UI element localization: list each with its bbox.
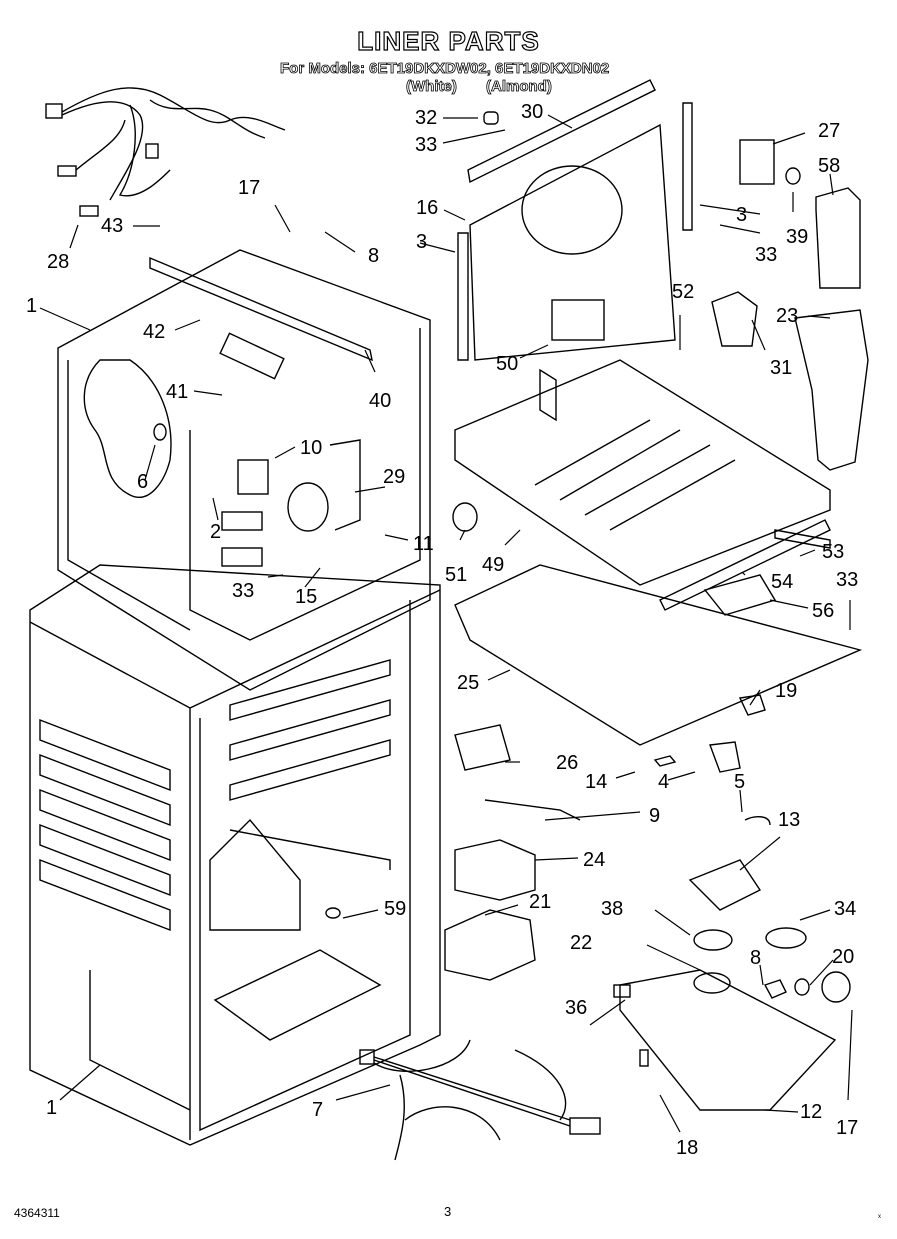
callout-leader-lines [39, 114, 853, 1133]
callout-39: 39 [786, 226, 809, 248]
callout-25: 25 [457, 672, 480, 694]
page-number: 3 [444, 1204, 452, 1219]
callout-52: 52 [672, 281, 695, 303]
callout-5: 5 [734, 771, 746, 793]
models-line: For Models: 6ET19DKXDW02, 6ET19DKXDN02 [280, 60, 610, 78]
callout-3: 3 [736, 204, 748, 226]
callout-31: 31 [770, 357, 793, 379]
wire-harness-lower [359, 1039, 601, 1161]
callout-9: 9 [649, 805, 661, 827]
callout-41: 41 [166, 381, 189, 403]
callout-3: 3 [416, 231, 428, 253]
callout-22: 22 [570, 932, 593, 954]
callout-32: 32 [415, 107, 438, 129]
fresh-food-liner [29, 564, 441, 1146]
callout-51: 51 [445, 564, 468, 586]
callout-54: 54 [771, 571, 794, 593]
callout-19: 19 [775, 680, 798, 702]
callout-15: 15 [295, 586, 318, 608]
callout-12: 12 [800, 1101, 823, 1123]
fan-motor-assembly [221, 439, 361, 567]
callout-8: 8 [368, 245, 380, 267]
callout-50: 50 [496, 353, 519, 375]
callout-10: 10 [300, 437, 323, 459]
callout-34: 34 [834, 898, 857, 920]
color-almond-label: (Almond) [486, 78, 553, 96]
freezer-liner-body [57, 249, 431, 691]
callout-4: 4 [658, 771, 670, 793]
callout-42: 42 [143, 321, 166, 343]
crisper-shelf [452, 359, 831, 586]
callout-38: 38 [601, 898, 624, 920]
callout-23: 23 [776, 305, 799, 327]
callout-17: 17 [836, 1117, 859, 1139]
control-rail [149, 256, 373, 380]
callout-43: 43 [101, 215, 124, 237]
callout-17: 17 [238, 177, 261, 199]
callout-21: 21 [529, 891, 552, 913]
freezer-floor [454, 519, 863, 746]
callout-36: 36 [565, 997, 588, 1019]
callout-40: 40 [369, 390, 392, 412]
callout-8: 8 [750, 947, 762, 969]
callout-33: 33 [836, 569, 859, 591]
callout-27: 27 [818, 120, 841, 142]
callout-1: 1 [46, 1097, 58, 1119]
callout-30: 30 [521, 101, 544, 123]
callout-49: 49 [482, 554, 505, 576]
callout-28: 28 [47, 251, 70, 273]
callout-18: 18 [676, 1137, 699, 1159]
callout-16: 16 [416, 197, 439, 219]
callout-33: 33 [755, 244, 778, 266]
callout-26: 26 [556, 752, 579, 774]
document-number: 4364311 [14, 1206, 60, 1220]
callout-53: 53 [822, 541, 845, 563]
callout-6: 6 [137, 471, 149, 493]
callout-14: 14 [585, 771, 608, 793]
callout-56: 56 [812, 600, 835, 622]
callout-33: 33 [415, 134, 438, 156]
color-white-label: (White) [406, 78, 458, 96]
callout-13: 13 [778, 809, 801, 831]
evaporator-cover [457, 79, 693, 361]
callout-58: 58 [818, 155, 841, 177]
callout-59: 59 [384, 898, 407, 920]
callout-1: 1 [26, 295, 38, 317]
wire-harness-upper [45, 87, 286, 217]
callout-11: 11 [413, 533, 434, 555]
corner-mark: x [878, 1214, 881, 1220]
callout-7: 7 [312, 1099, 324, 1121]
callout-20: 20 [832, 946, 855, 968]
callout-33: 33 [232, 580, 255, 602]
callout-29: 29 [383, 466, 406, 488]
diagram-title: LINER PARTS [357, 25, 540, 56]
callout-2: 2 [210, 521, 222, 543]
callout-24: 24 [583, 849, 606, 871]
